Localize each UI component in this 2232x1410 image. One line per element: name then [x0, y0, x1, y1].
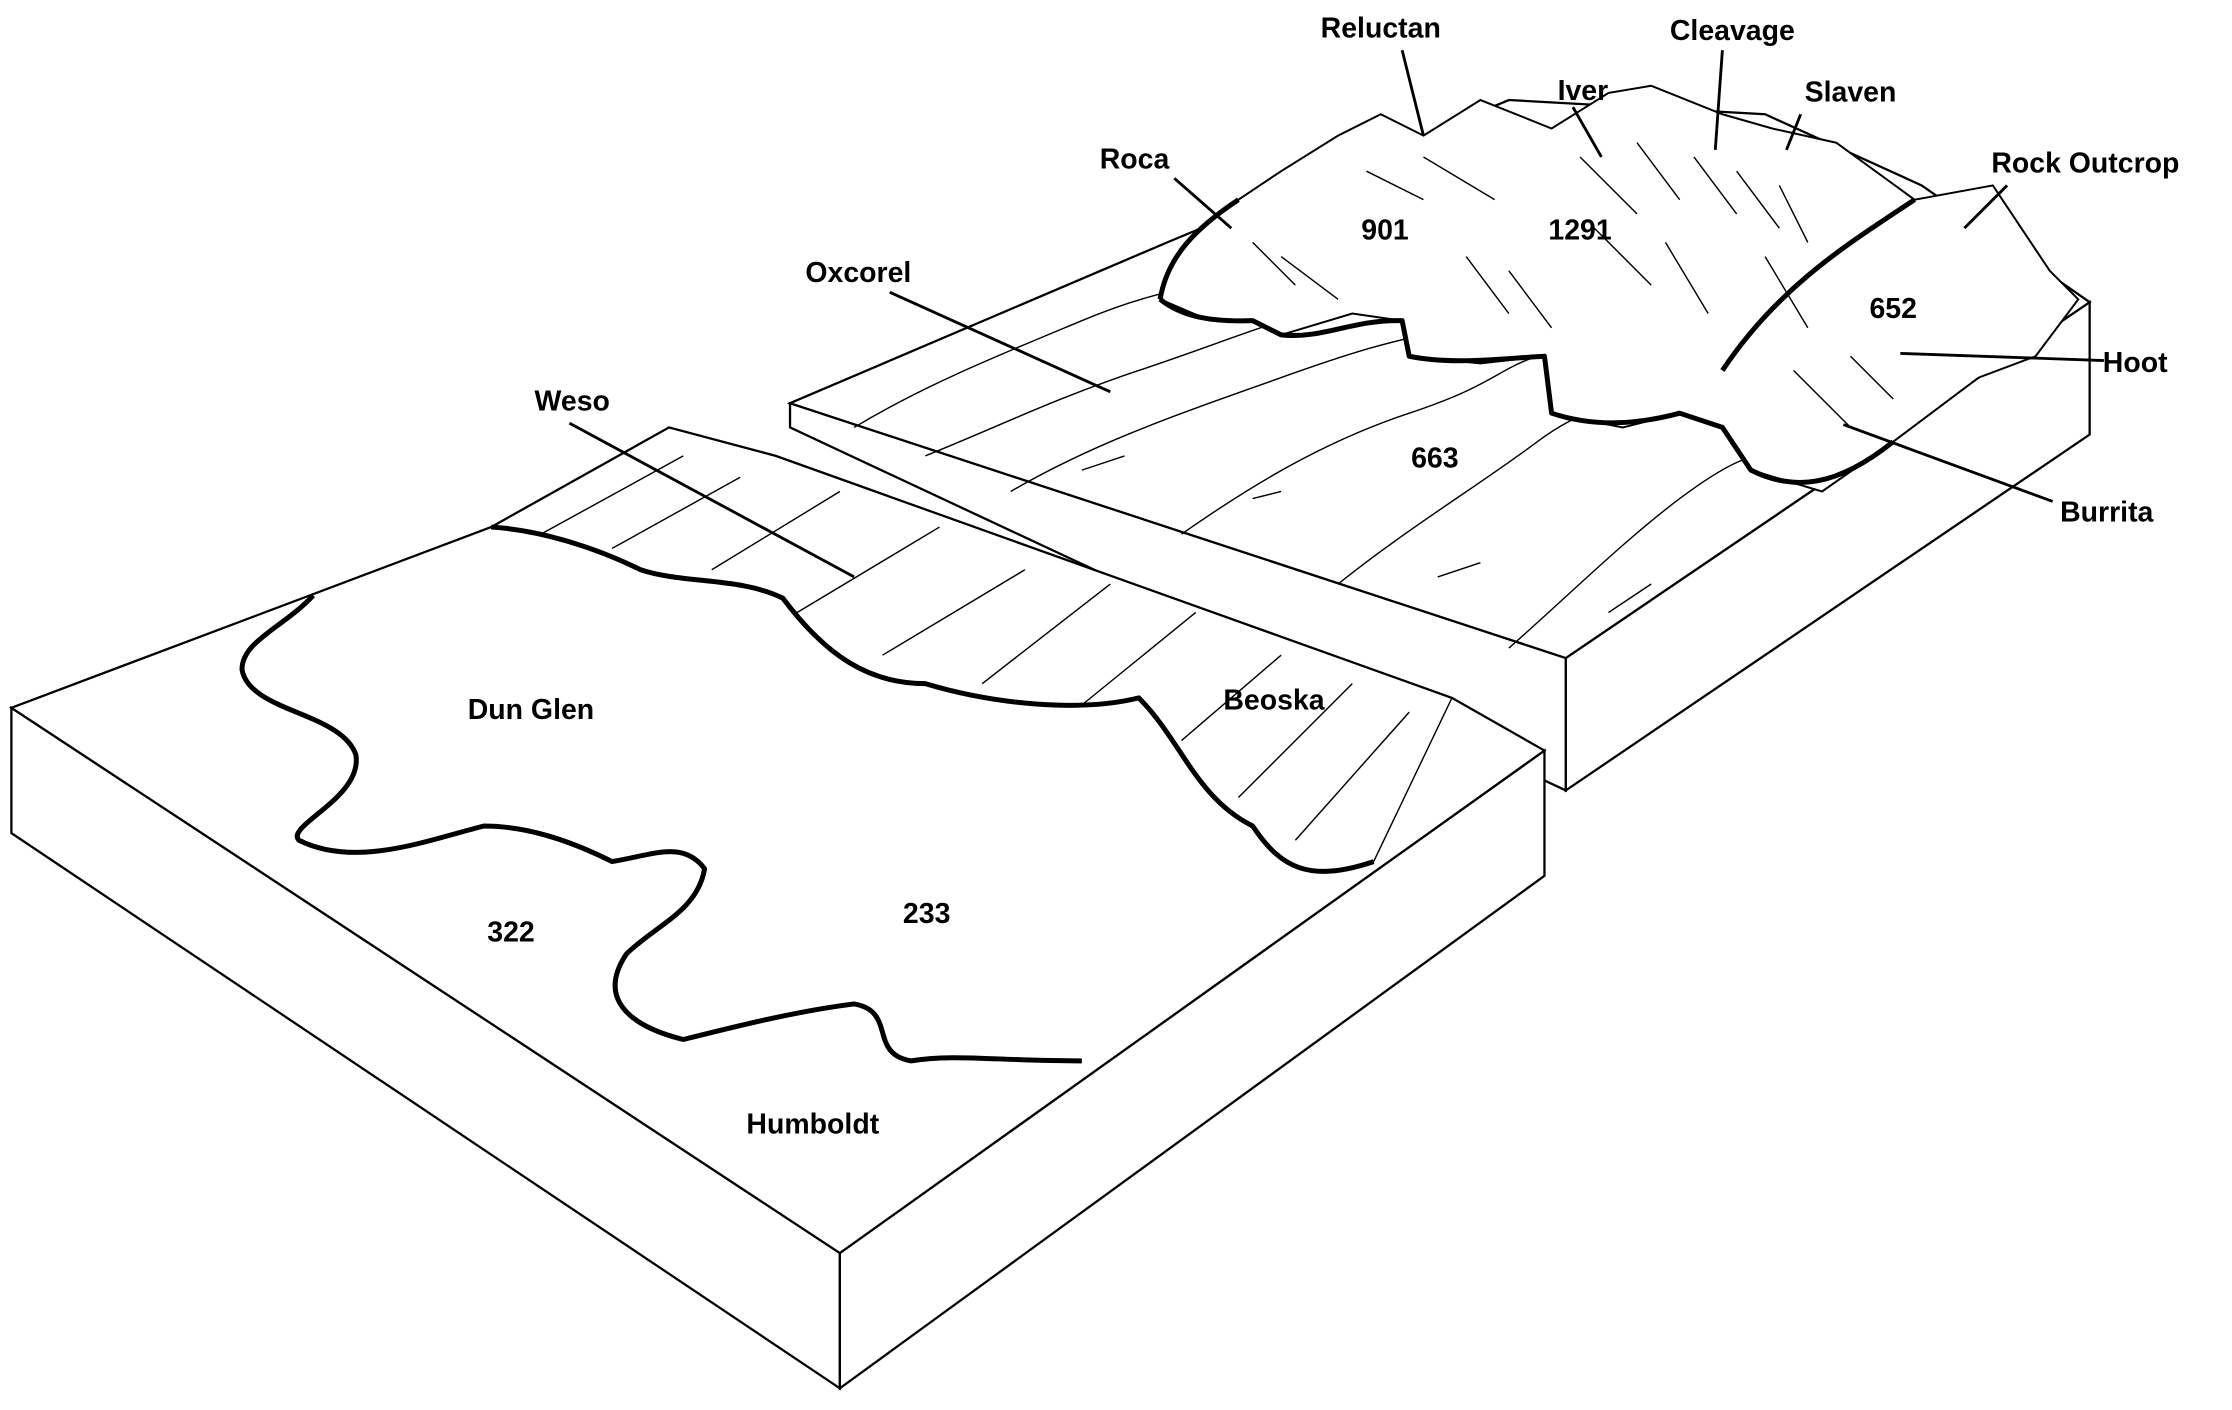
- label-reluctan: Reluctan: [1321, 12, 1441, 44]
- label-roca: Roca: [1100, 143, 1170, 175]
- leader-oxcorel: [889, 290, 1111, 394]
- label-oxcorel: Oxcorel: [805, 257, 911, 289]
- label-burrita: Burrita: [2060, 496, 2153, 528]
- mountains: [1157, 84, 2080, 493]
- leader-rock-outcrop: [1963, 184, 2009, 230]
- map-unit-663: 663: [1411, 442, 1458, 474]
- label-weso: Weso: [535, 385, 610, 417]
- leader-hoot: [1900, 351, 2104, 362]
- map-unit-233: 233: [903, 898, 950, 930]
- leader-iver: [1571, 106, 1603, 158]
- front-block: [8, 426, 1547, 1391]
- leader-burrita: [1842, 423, 2054, 503]
- leader-cleavage: [1713, 50, 1724, 150]
- leader-lines: [568, 49, 2104, 579]
- labels: Reluctan Cleavage Iver Slaven Roca Rock …: [468, 12, 2180, 1140]
- label-iver: Iver: [1558, 75, 1609, 107]
- escarpment-drainage: [490, 426, 1453, 862]
- label-rock-outcrop: Rock Outcrop: [1991, 148, 2179, 180]
- label-slaven: Slaven: [1805, 76, 1897, 108]
- label-humboldt: Humboldt: [746, 1108, 879, 1140]
- label-cleavage: Cleavage: [1670, 15, 1795, 47]
- leader-roca: [1173, 177, 1233, 230]
- map-unit-652: 652: [1869, 293, 1916, 325]
- escarpment-edge: [490, 524, 1375, 874]
- river-boundary: [239, 593, 1082, 1064]
- label-dun-glen: Dun Glen: [468, 694, 594, 726]
- leader-reluctan: [1400, 49, 1425, 136]
- map-unit-322: 322: [487, 916, 534, 948]
- back-block-drainage: [853, 270, 1808, 649]
- leader-weso: [568, 421, 855, 579]
- leader-slaven: [1785, 113, 1803, 151]
- label-hoot: Hoot: [2103, 347, 2168, 379]
- label-beoska: Beoska: [1223, 684, 1324, 716]
- map-unit-901: 901: [1361, 215, 1409, 247]
- map-unit-1291: 1291: [1548, 215, 1611, 247]
